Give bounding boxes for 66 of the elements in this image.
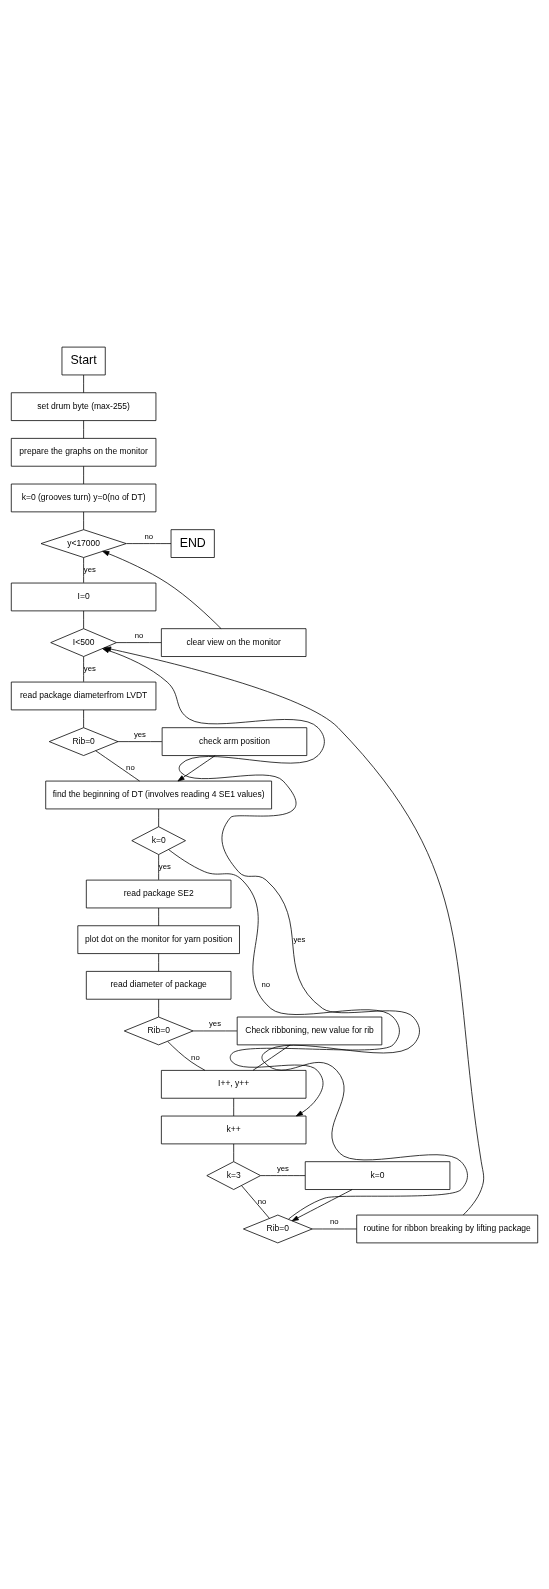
node-box: END xyxy=(170,528,215,558)
connector xyxy=(116,641,162,643)
node-box: find the beginning of DT (involves reading 4 SE1 values) xyxy=(45,780,272,809)
connector xyxy=(126,542,172,544)
node-box: I=0 xyxy=(10,582,157,611)
node-box: read diameter of package xyxy=(85,970,232,1000)
connector xyxy=(233,1097,235,1116)
node-box: routine for ribbon breaking by lifting package xyxy=(356,1214,539,1243)
edge-label: yes xyxy=(83,663,96,673)
node-diamond: Rib=0 xyxy=(123,1016,194,1045)
arrow xyxy=(168,848,400,1116)
node-box: set drum byte (max-255) xyxy=(10,391,157,421)
edge-label: yes xyxy=(158,861,171,871)
node-box: k=0 (grooves turn) y=0(no of DT) xyxy=(10,483,157,512)
node-diamond: k=0 xyxy=(131,825,186,855)
edge-label: yes xyxy=(276,1163,289,1173)
node-box: Start xyxy=(61,346,106,375)
node-diamond: Rib=0 xyxy=(48,726,119,756)
connector xyxy=(83,655,84,682)
edge-label: no xyxy=(126,762,135,772)
connector xyxy=(83,556,84,583)
connector xyxy=(158,853,160,880)
connector xyxy=(158,998,160,1017)
edge-label: no xyxy=(257,1196,267,1206)
connector xyxy=(158,808,160,827)
node-box: read package diameterfrom LVDT xyxy=(10,681,157,710)
edge-label: no xyxy=(134,630,144,640)
connector xyxy=(95,749,140,781)
edge-label: no xyxy=(330,1216,339,1226)
connector xyxy=(83,511,84,530)
connector xyxy=(83,374,84,393)
node-box: check arm position xyxy=(161,726,308,756)
connector xyxy=(233,1143,235,1162)
node-box: plot dot on the monitor for yarn position xyxy=(77,924,240,954)
node-box: read package SE2 xyxy=(85,879,232,908)
connector xyxy=(167,1040,206,1071)
arrow xyxy=(291,1188,353,1221)
node-box: prepare the graphs on the monitor xyxy=(10,437,157,467)
node-box: Check ribboning, new value for rib xyxy=(236,1016,383,1045)
connector xyxy=(83,610,84,629)
connector xyxy=(83,709,84,728)
connector xyxy=(158,907,160,926)
node-diamond: k=3 xyxy=(206,1160,261,1190)
arrow xyxy=(102,550,222,629)
node-box: clear view on the monitor xyxy=(160,627,307,657)
node-box: k++ xyxy=(160,1115,307,1144)
connector xyxy=(83,419,84,439)
arrow xyxy=(177,754,216,781)
connector xyxy=(311,1228,357,1229)
edge-label: no xyxy=(261,979,271,989)
connector xyxy=(117,740,163,742)
edge-label: yes xyxy=(293,934,306,944)
edge-label: yes xyxy=(209,1018,222,1028)
edge-label: no xyxy=(191,1052,200,1062)
connector xyxy=(260,1174,306,1176)
connector xyxy=(192,1030,238,1031)
node-box: I++, y++ xyxy=(160,1069,307,1099)
edge-label: yes xyxy=(133,729,146,739)
connector xyxy=(252,1044,291,1071)
connector xyxy=(241,1184,270,1219)
connector xyxy=(158,952,160,972)
node-box: k=0 xyxy=(304,1160,451,1190)
edge-label: yes xyxy=(83,564,96,574)
node-diamond: I<500 xyxy=(50,627,117,657)
edge-label: no xyxy=(144,531,153,541)
connector xyxy=(83,465,84,484)
